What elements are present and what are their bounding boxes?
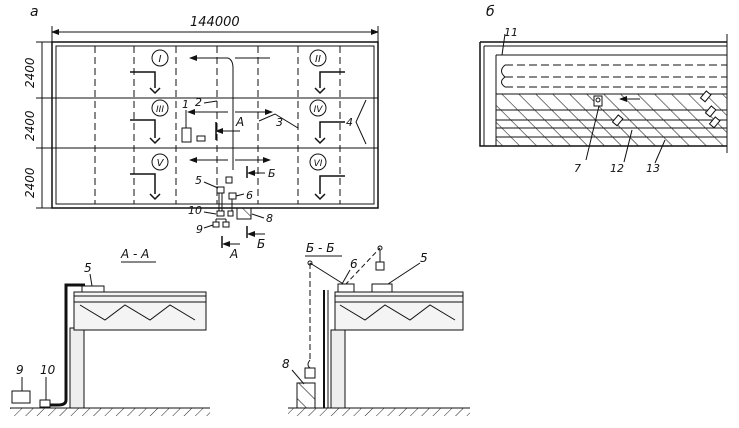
equipment-cluster <box>212 176 252 228</box>
section-b-callout-5: 5 <box>420 251 428 265</box>
section-a-callout-5: 5 <box>84 261 92 275</box>
callout-8: 8 <box>266 212 273 225</box>
section-a-callout-10: 10 <box>40 363 56 377</box>
callout-4: 4 <box>346 116 353 129</box>
floor-slab <box>73 291 207 331</box>
section-a-a-title: А - А <box>120 247 149 261</box>
pipeline-arrows <box>187 55 273 170</box>
floor-slab <box>334 291 464 331</box>
callout-1: 1 <box>182 98 189 111</box>
section-mark-b-top: Б <box>268 167 276 180</box>
height-dimension-2: 2400 <box>23 110 37 141</box>
column <box>69 327 85 409</box>
section-b-callout-8: 8 <box>282 357 290 371</box>
panel-a-label: а <box>30 4 39 20</box>
stack-8 <box>296 382 316 409</box>
zone-4: IV <box>314 105 324 115</box>
section-mark-a-top: А <box>235 115 244 129</box>
device-5 <box>371 283 393 293</box>
section-b-b: Б - Б 6 5 8 <box>282 241 470 416</box>
callout-2: 2 <box>195 96 202 109</box>
section-mark-b-bottom: Б <box>257 237 265 251</box>
panel-b-detail: б <box>479 4 728 175</box>
height-dimension-3: 2400 <box>23 167 37 198</box>
callout-6: 6 <box>246 189 253 202</box>
callout-5: 5 <box>195 174 202 187</box>
callout-10: 10 <box>188 204 202 217</box>
zone-6: VI <box>314 159 323 169</box>
panel-a-plan: а 144000 2400 2400 2400 I II <box>23 4 379 261</box>
heating-coils <box>505 64 727 88</box>
valve-10 <box>39 399 51 408</box>
column <box>330 329 346 409</box>
section-b-callout-6: 6 <box>350 257 358 271</box>
ground-hatch <box>10 408 210 416</box>
callout-13: 13 <box>646 162 660 175</box>
zone-1: I <box>159 54 162 65</box>
section-a-a: А - А 5 9 10 <box>10 247 210 416</box>
column-grid-lines <box>94 46 341 204</box>
equipment-1 <box>181 127 192 143</box>
device-7 <box>593 95 603 107</box>
pump-9 <box>11 390 31 404</box>
crane-6 <box>304 245 393 379</box>
building-outline <box>51 41 379 209</box>
zone-2: II <box>315 54 321 65</box>
height-dimension-1: 2400 <box>23 57 37 88</box>
zone-markers: I II III IV V VI <box>151 49 327 171</box>
panel-b-label: б <box>486 4 495 20</box>
callout-11: 11 <box>504 26 518 39</box>
callout-9: 9 <box>196 223 203 236</box>
width-dimension: 144000 <box>190 15 240 30</box>
section-b-b-title: Б - Б <box>306 241 334 255</box>
section-a-callout-9: 9 <box>16 363 24 377</box>
flow-arrows <box>130 71 345 201</box>
callout-7: 7 <box>574 162 581 175</box>
section-mark-a-bottom: А <box>229 247 238 261</box>
zone-3: III <box>156 105 164 115</box>
callout-12: 12 <box>610 162 624 175</box>
zone-5: V <box>157 158 165 169</box>
callout-3: 3 <box>276 116 283 129</box>
